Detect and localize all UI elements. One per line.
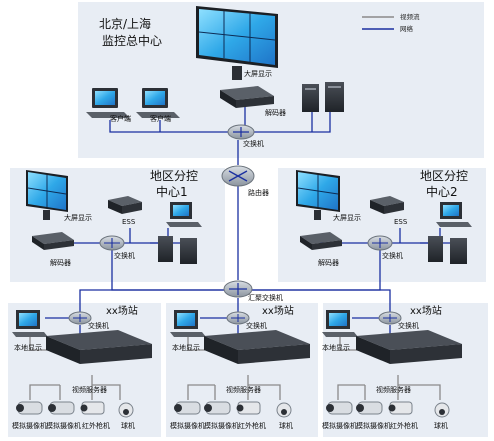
region2-server2-icon (450, 238, 467, 264)
site1-cam3-label: 红外枪机 (82, 421, 110, 430)
site3-title: xx场站 (410, 304, 442, 317)
region1-title-line1: 地区分控 (150, 169, 198, 183)
site3-cam4-icon (434, 402, 450, 418)
region2-title-line2: 中心2 (426, 184, 458, 199)
site3-cam1-label: 模拟摄像机 (322, 421, 357, 430)
region2-switch-label: 交换机 (382, 251, 403, 260)
site2-cam3-icon (236, 401, 261, 415)
region2-server1-icon (428, 236, 443, 262)
network-lines (45, 105, 461, 335)
site3-video-server-icon (356, 330, 462, 364)
site3-switch-label: 交换机 (398, 321, 419, 330)
site2-cam3-label: 红外枪机 (238, 421, 266, 430)
site1-switch-icon (68, 311, 92, 325)
site2-pc-icon (170, 310, 206, 337)
region2-video-wall (296, 170, 340, 220)
region1-decoder-icon (32, 232, 74, 250)
region2-pc-icon (436, 202, 472, 227)
hq-title-line2: 监控总中心 (102, 33, 162, 48)
site2-switch-icon (226, 311, 250, 325)
region1-switch-icon (99, 235, 125, 251)
region1-title-line2: 中心1 (156, 184, 188, 199)
site1-cam1-label: 模拟摄像机 (12, 421, 47, 430)
site3-local-display-label: 本地显示 (322, 343, 350, 352)
site3-cam3-icon (388, 401, 413, 415)
hq-switch-label: 交换机 (243, 139, 264, 148)
site1-cam2-label: 模拟摄像机 (46, 421, 81, 430)
site1-video-server-icon (46, 330, 152, 364)
site1-cam1-icon (16, 401, 43, 415)
site2-cam1-icon (174, 401, 201, 415)
region2-switch-icon (367, 235, 393, 251)
hq-client1-icon (86, 88, 130, 118)
site1-pc-icon (12, 310, 48, 337)
hq-server2-icon (325, 82, 344, 112)
site2-cam2-icon (204, 401, 231, 415)
region2-ess-label: ESS (394, 218, 408, 226)
aggregation-switch-icon (223, 280, 253, 298)
site2-title: xx场站 (262, 304, 294, 317)
region2-title-line1: 地区分控 (420, 169, 468, 183)
site1-local-display-label: 本地显示 (14, 343, 42, 352)
site3-cam1-icon (326, 401, 353, 415)
router-icon (221, 165, 255, 187)
hq-decoder-icon (220, 86, 274, 108)
legend: 视频流 网络 (362, 12, 420, 33)
site2-local-display-label: 本地显示 (172, 343, 200, 352)
site1-cam4-icon (118, 402, 134, 418)
region1-ess-icon (108, 196, 142, 214)
hq-switch-icon (227, 124, 255, 140)
site3-server-label: 视频服务器 (376, 385, 411, 394)
hq-client2-label: 客户端 (150, 114, 171, 123)
region1-switch-label: 交换机 (114, 251, 135, 260)
region1-server2-icon (180, 238, 197, 264)
hq-client2-icon (136, 88, 180, 118)
hq-big-screen-label: 大屏显示 (244, 69, 272, 78)
region1-decoder-label: 解码器 (50, 258, 71, 267)
hq-title-line1: 北京/上海 (99, 16, 151, 31)
site3-pc-icon (322, 310, 358, 337)
hq-server1-icon (302, 84, 319, 112)
hq-decoder-label: 解码器 (265, 108, 286, 117)
region1-video-wall (26, 170, 68, 220)
hq-video-wall (196, 6, 278, 80)
region1-server1-icon (158, 236, 173, 262)
site3-switch-icon (378, 311, 402, 325)
site1-cam4-label: 球机 (121, 421, 135, 430)
site3-cam3-label: 红外枪机 (390, 421, 418, 430)
legend-network-label: 网络 (400, 24, 414, 33)
region1-big-screen-label: 大屏显示 (64, 213, 92, 222)
site2-cam2-label: 模拟摄像机 (204, 421, 239, 430)
region1-ess-label: ESS (122, 218, 136, 226)
region1-pc-icon (166, 202, 202, 227)
site2-switch-label: 交换机 (246, 321, 267, 330)
site2-server-label: 视频服务器 (226, 385, 261, 394)
hq-client1-label: 客户端 (110, 114, 131, 123)
site3-cam2-label: 模拟摄像机 (356, 421, 391, 430)
legend-video-label: 视频流 (400, 12, 420, 21)
site2-cam4-label: 球机 (279, 421, 293, 430)
site3-cam2-icon (356, 401, 383, 415)
region2-ess-icon (370, 196, 404, 214)
region2-decoder-icon (300, 232, 342, 250)
site2-cam1-label: 模拟摄像机 (170, 421, 205, 430)
site1-switch-label: 交换机 (88, 321, 109, 330)
region2-decoder-label: 解码器 (318, 258, 339, 267)
site3-panel (323, 303, 488, 437)
router-label: 路由器 (248, 188, 269, 197)
aggregation-switch-label: 汇聚交换机 (248, 293, 283, 302)
site1-title: xx场站 (106, 304, 138, 317)
site1-server-label: 视频服务器 (72, 385, 107, 394)
site3-cam4-label: 球机 (434, 421, 448, 430)
site1-cam3-icon (80, 401, 105, 415)
site1-cam2-icon (48, 401, 75, 415)
site2-cam4-icon (276, 402, 292, 418)
site2-video-server-icon (204, 330, 310, 364)
region2-big-screen-label: 大屏显示 (333, 213, 361, 222)
